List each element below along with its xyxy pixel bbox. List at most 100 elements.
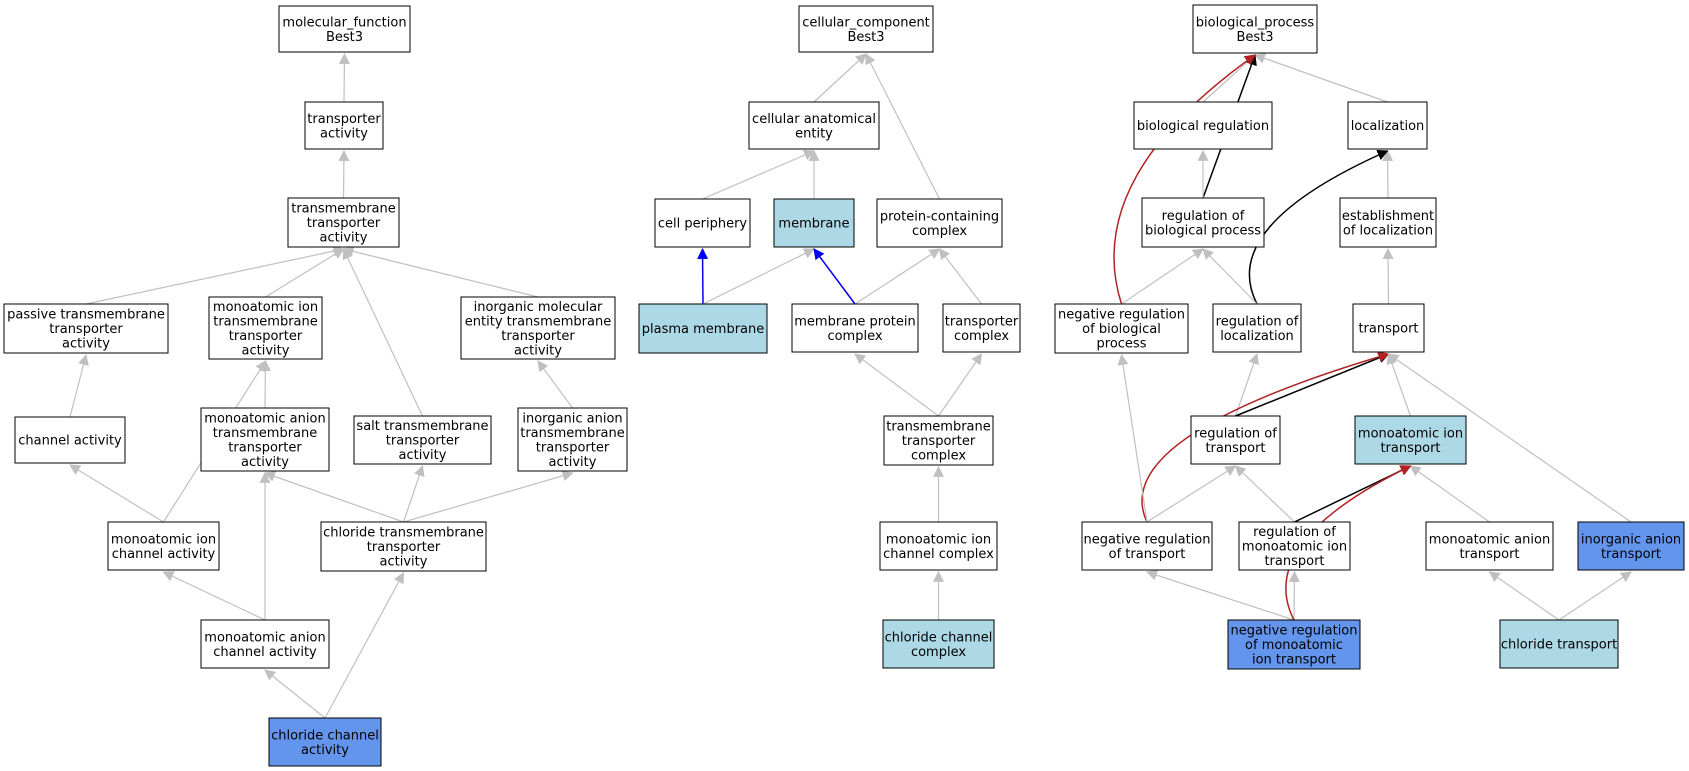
edge-reg-transport-to-transport [1235,352,1390,417]
node-chloride-tm[interactable]: chloride transmembranetransporteractivit… [320,521,487,572]
node-label-line: biological process [1145,223,1261,238]
node-box-cell-anat-entity [748,101,880,150]
node-box-mono-anion-channel [200,619,330,669]
node-mono-ion-tm[interactable]: monoatomic iontransmembranetransporterac… [208,296,323,360]
node-transport[interactable]: transport [1352,303,1425,353]
edge-neg-reg-mono-ion-transport-to-neg-reg-transport [1145,569,1295,621]
node-label-line: of localization [1343,223,1433,238]
node-label-line: transporter [307,216,381,231]
node-label-line: transporter [229,329,303,344]
node-label-line: molecular_function [282,15,406,30]
node-label-line: activity [549,455,597,470]
node-label-line: chloride transport [1501,638,1617,653]
node-box-reg-mono-ion-transport [1238,521,1351,571]
edge-membrane-protein-complex-to-membrane [813,248,856,305]
node-box-reg-bio-process [1141,197,1265,248]
edge-transport-to-estab-localization [1382,247,1394,305]
node-box-transporter-activity [304,101,384,150]
node-box-salt-tm [353,415,492,465]
node-box-chloride-tm [320,521,487,572]
edge-cell-periphery-to-cell-anat-entity [702,149,816,200]
node-box-transporter-complex [942,303,1021,353]
node-box-bp-root [1192,4,1318,54]
node-box-mono-anion-tm [200,407,330,472]
node-label-line: entity [795,126,833,141]
node-label-line: chloride channel [271,728,379,743]
node-label-line: Best3 [326,30,363,45]
edge-mono-anion-tm-to-mono-ion-tm [259,359,271,409]
edge-estab-localization-to-localization [1382,149,1394,199]
node-localization[interactable]: localization [1347,101,1428,150]
node-chloride-transport[interactable]: chloride transport [1499,619,1619,669]
node-label-line: transmembrane [520,426,625,441]
node-label-line: entity transmembrane [465,314,611,329]
node-box-neg-reg-transport [1081,521,1213,571]
node-inorg-anion-tm[interactable]: inorganic aniontransmembranetransportera… [517,407,628,472]
node-label-line: localization [1351,119,1425,134]
node-label-line: transporter [386,434,460,449]
node-label-line: transporter [367,540,441,555]
node-label-line: negative regulation [1230,624,1357,639]
node-label-line: inorganic molecular [474,300,603,315]
node-label-line: activity [320,231,368,246]
node-label-line: ion transport [1252,653,1336,668]
edge-neg-reg-transport-to-transport [1141,351,1390,523]
node-label-line: passive transmembrane [7,308,165,323]
node-box-reg-transport [1190,415,1281,465]
node-label-line: channel complex [883,547,994,562]
node-label-line: regulation of [1194,426,1277,441]
node-box-bio-regulation [1133,101,1273,150]
node-label-line: inorganic anion [1581,532,1681,547]
node-label-line: monoatomic ion [1242,540,1347,555]
node-mono-anion-tm[interactable]: monoatomic aniontransmembranetransporter… [200,407,330,472]
node-label-line: channel activity [112,547,216,562]
node-box-tm-transporter-activity [287,197,400,248]
edge-tm-transporter-complex-to-membrane-protein-complex [854,353,939,417]
node-box-neg-reg-mono-ion-transport [1227,619,1361,670]
node-channel-activity[interactable]: channel activity [14,416,126,464]
node-label-line: complex [827,329,882,344]
node-label-line: monoatomic anion [1429,532,1550,547]
node-box-mono-ion-channel [107,521,220,571]
node-cell-periphery[interactable]: cell periphery [654,198,751,248]
node-label-line: activity [380,555,428,570]
node-box-mf-root [278,5,411,53]
node-bio-regulation[interactable]: biological regulation [1133,101,1273,150]
node-box-chloride-channel-activity [268,717,382,767]
node-membrane[interactable]: membrane [773,198,855,248]
node-label-line: activity [301,743,349,758]
edge-chloride-tm-to-mono-anion-tm [263,471,404,523]
node-plasma-membrane[interactable]: plasma membrane [638,303,768,354]
node-box-protein-complex [876,198,1003,248]
node-label-line: membrane protein [794,314,915,329]
